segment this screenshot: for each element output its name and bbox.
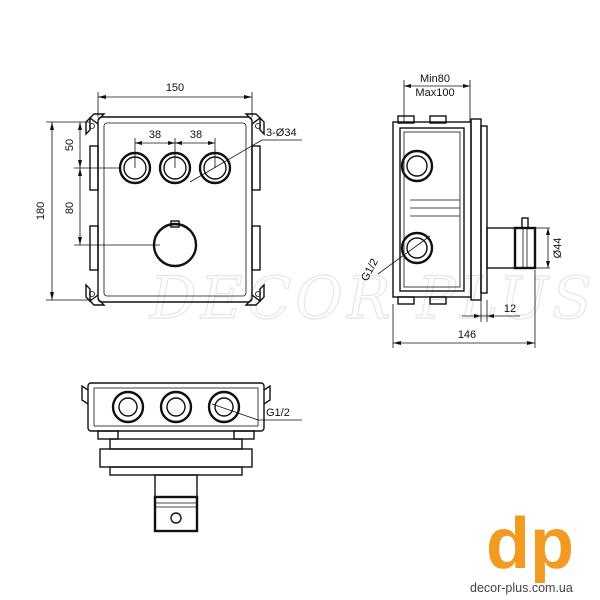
- front-spacing-1-label: 38: [149, 129, 161, 141]
- watermark: DECOR PLUS: [149, 264, 596, 332]
- front-height-label: 180: [35, 202, 47, 220]
- outlet-ports: [118, 151, 232, 185]
- side-ports: [400, 149, 434, 265]
- spindle-body: [486, 227, 516, 269]
- bottom-spindle-body: [154, 474, 198, 498]
- spindle-diameter-label: Ø44: [552, 238, 564, 259]
- depth-min-label: Min80: [420, 73, 450, 85]
- front-top-offset-label: 50: [64, 139, 76, 151]
- bottom-ports: [111, 390, 241, 424]
- front-width-label: 150: [166, 82, 184, 94]
- depth-max-label: Max100: [415, 87, 454, 99]
- bottom-thread-label: G1/2: [266, 407, 290, 419]
- spindle-circle: [152, 222, 198, 268]
- spindle-length-label: 12: [504, 303, 516, 315]
- total-depth-label: 146: [458, 329, 476, 341]
- outlet-diameter-callout: 3-Ø34: [266, 127, 297, 139]
- brand-url: decor-plus.com.ua: [470, 581, 573, 595]
- side-view: Min80 Max100 G1/2: [359, 73, 564, 348]
- mounting-tabs: [85, 113, 265, 306]
- brand-logo: dp decor-plus.com.ua: [470, 504, 574, 595]
- bottom-view: G1/2: [81, 382, 302, 533]
- front-spacing-2-label: 38: [190, 129, 202, 141]
- front-view: 150 180 50 80 38 38: [35, 82, 302, 306]
- brand-mark: dp: [486, 504, 574, 584]
- front-mid-offset-label: 80: [64, 202, 76, 214]
